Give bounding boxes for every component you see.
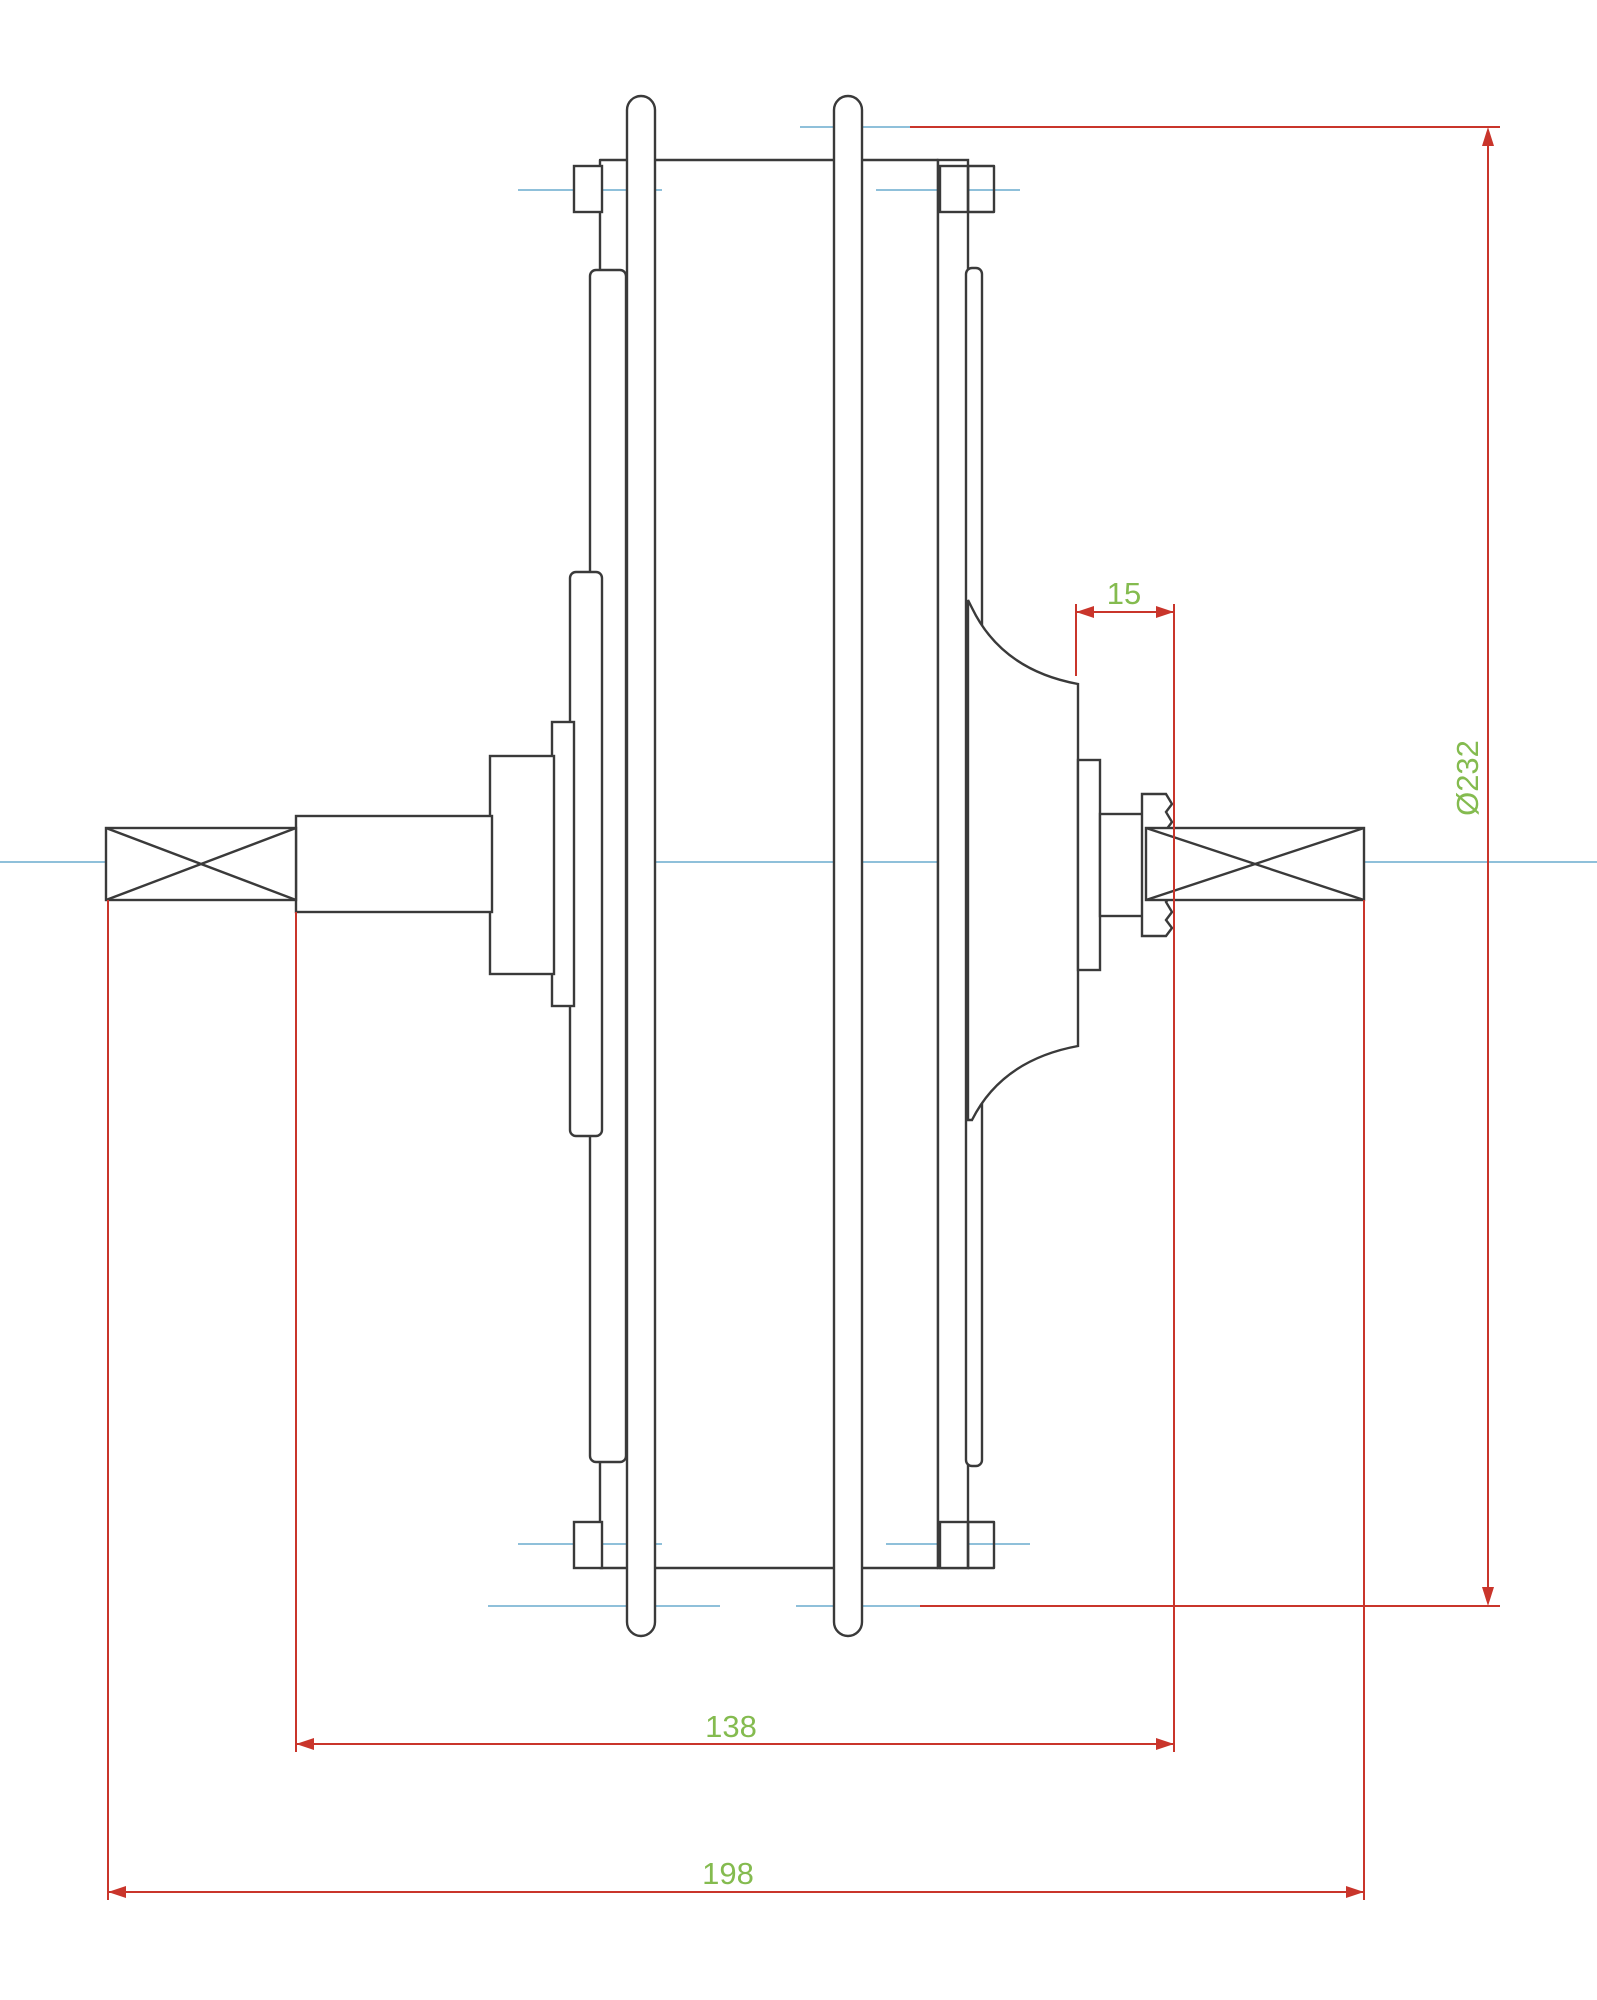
bolt-nut-bottom-right — [966, 1520, 996, 1570]
right-bearing-ring — [1076, 758, 1102, 972]
bolt-head-bottom-left — [572, 1520, 604, 1570]
left-bearing-ring — [550, 720, 576, 1008]
right-side-cover — [936, 158, 970, 1570]
bolt-head-top-left — [572, 164, 604, 214]
left-axle-shaft — [294, 814, 494, 914]
bolt-nut-top-right — [966, 164, 996, 214]
right-rim-flange — [832, 94, 864, 1638]
motor-outline — [104, 94, 1366, 1638]
dimension-198: 198 — [107, 900, 1365, 1900]
left-rim-flange — [625, 94, 657, 1638]
bolt-head-bottom-right — [938, 1520, 970, 1570]
dimension-diameter: Ø232 — [910, 126, 1500, 1607]
length-138-label: 138 — [705, 1709, 757, 1744]
bolt-head-top-right — [938, 164, 970, 214]
left-hub-collar — [488, 754, 556, 976]
right-hub-collar — [1098, 812, 1148, 918]
diameter-label: Ø232 — [1450, 740, 1485, 816]
left-axle-flat — [104, 826, 298, 902]
right-axle-flat — [1144, 826, 1366, 902]
dimension-138: 138 — [295, 862, 1175, 1752]
right-hub-boss — [966, 599, 1080, 1122]
hub-offset-label: 15 — [1107, 576, 1141, 611]
dimension-hub-offset: 15 — [1075, 576, 1175, 862]
length-198-label: 198 — [702, 1856, 754, 1891]
